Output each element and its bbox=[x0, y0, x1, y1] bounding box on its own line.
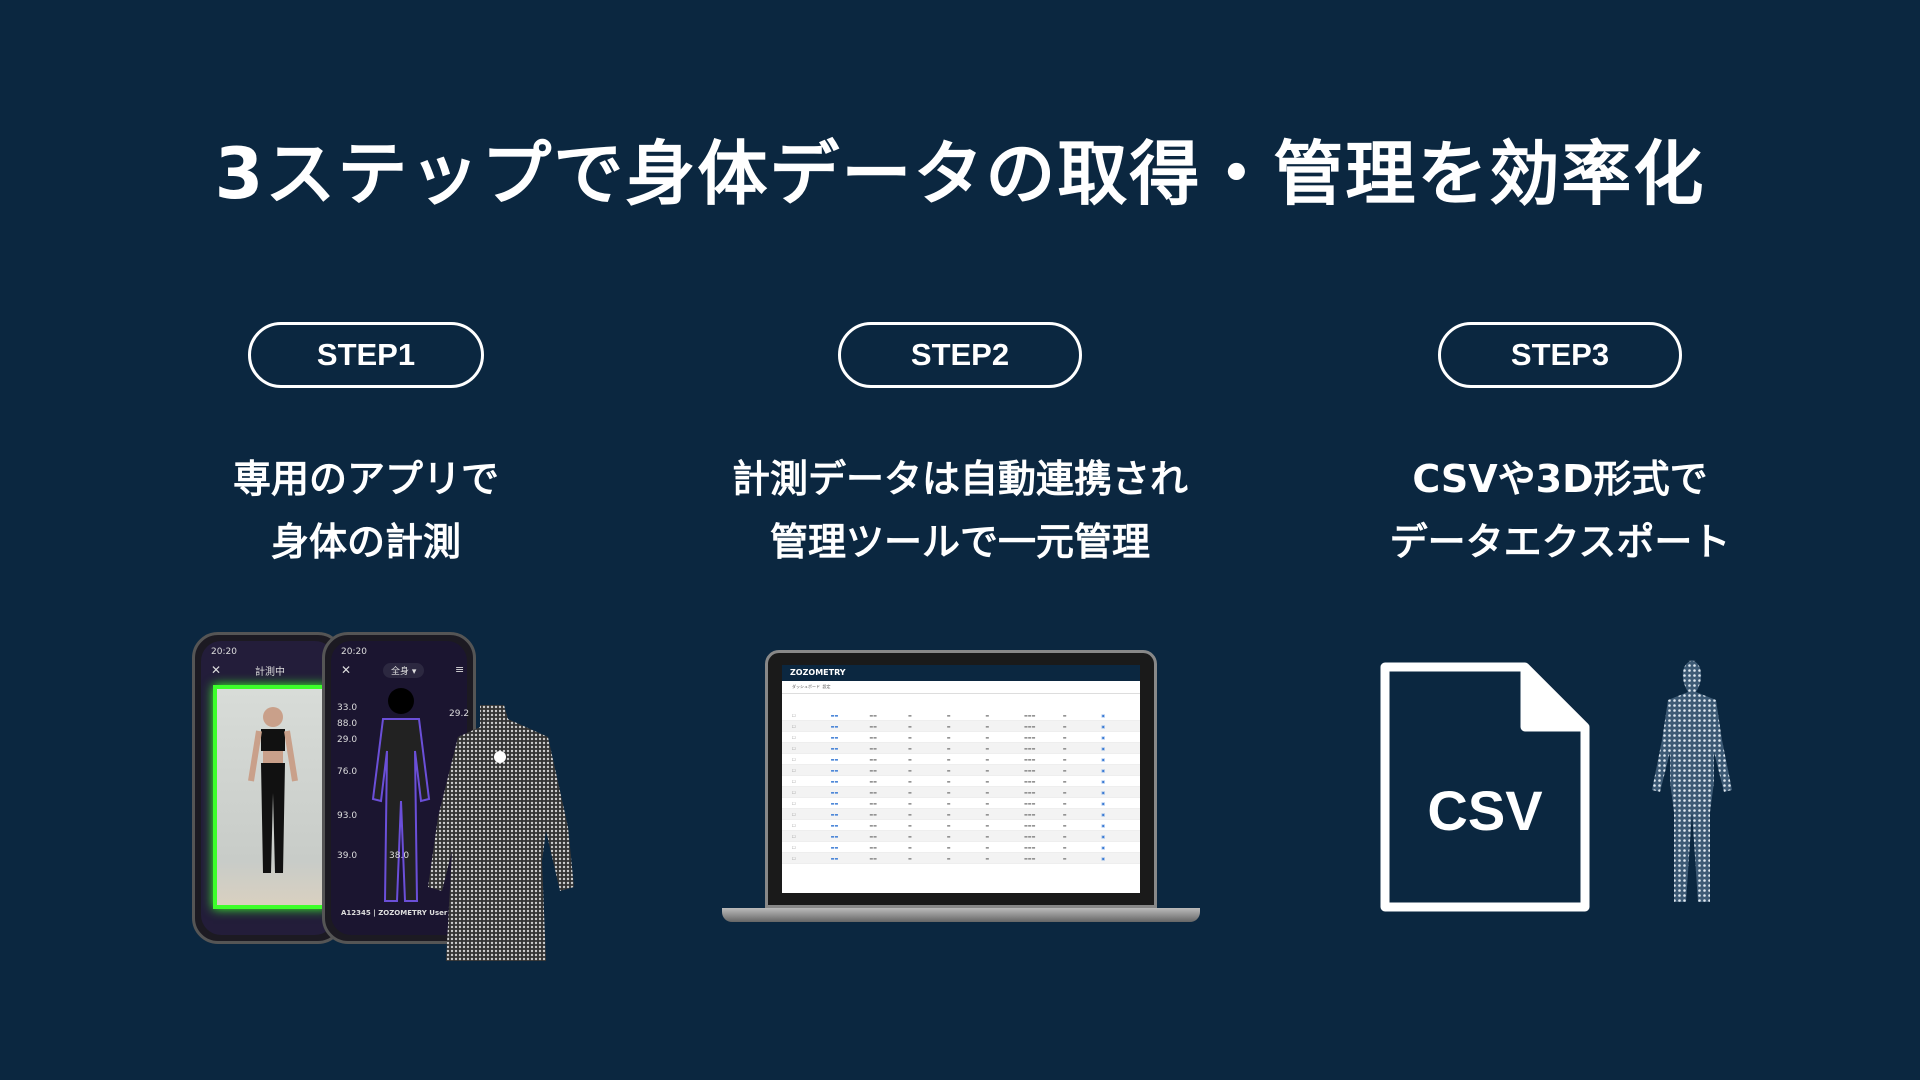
page-title: 3ステップで身体データの取得・管理を効率化 bbox=[214, 133, 1706, 215]
step2-description: 計測データは自動連携され 管理ツールで一元管理 bbox=[650, 448, 1270, 574]
table-row[interactable]: ☐▬▬▬▬▬▬▬▬▬▬▬▣ bbox=[782, 831, 1140, 842]
measurement-value: 33.0 bbox=[337, 703, 358, 713]
table-row[interactable]: ☐▬▬▬▬▬▬▬▬▬▬▬▣ bbox=[782, 809, 1140, 820]
table-row[interactable]: ☐▬▬▬▬▬▬▬▬▬▬▬▣ bbox=[782, 765, 1140, 776]
step2-badge: STEP2 bbox=[838, 322, 1082, 388]
step3-badge: STEP3 bbox=[1438, 322, 1682, 388]
measurement-value: 38.0 bbox=[389, 851, 410, 861]
management-tool-screen: ZOZOMETRY ダッシュボード 設定 ☐▬▬▬▬▬▬▬▬▬▬▬▣☐▬▬▬▬▬… bbox=[782, 665, 1140, 893]
csv-label: CSV bbox=[1427, 779, 1542, 842]
table-row[interactable]: ☐▬▬▬▬▬▬▬▬▬▬▬▣ bbox=[782, 721, 1140, 732]
measurement-value: 76.0 bbox=[337, 767, 358, 777]
table-row[interactable]: ☐▬▬▬▬▬▬▬▬▬▬▬▣ bbox=[782, 820, 1140, 831]
user-label: A12345 | ZOZOMETRY User bbox=[341, 909, 448, 917]
tab-dashboard[interactable]: ダッシュボード bbox=[792, 684, 820, 689]
status-time: 20:20 bbox=[211, 647, 237, 657]
measurement-value: 93.0 bbox=[337, 811, 358, 821]
tab-settings[interactable]: 設定 bbox=[822, 684, 831, 689]
step1-description: 専用のアプリで 身体の計測 bbox=[56, 448, 676, 574]
desc-line: CSVや3D形式で bbox=[1412, 457, 1708, 501]
person-figure-icon bbox=[248, 707, 298, 873]
measurement-value: 29.2 bbox=[449, 709, 470, 719]
table-row[interactable]: ☐▬▬▬▬▬▬▬▬▬▬▬▣ bbox=[782, 732, 1140, 743]
step3-description: CSVや3D形式で データエクスポート bbox=[1250, 448, 1870, 574]
desc-line: 計測データは自動連携され bbox=[731, 457, 1188, 501]
measurement-value: 88.0 bbox=[337, 719, 358, 729]
camera-preview bbox=[213, 685, 329, 909]
table-row[interactable]: ☐▬▬▬▬▬▬▬▬▬▬▬▣ bbox=[782, 743, 1140, 754]
table-row[interactable]: ☐▬▬▬▬▬▬▬▬▬▬▬▣ bbox=[782, 787, 1140, 798]
measurement-value: 29.0 bbox=[337, 735, 358, 745]
desc-line: データエクスポート bbox=[1389, 520, 1731, 564]
table-row[interactable]: ☐▬▬▬▬▬▬▬▬▬▬▬▣ bbox=[782, 776, 1140, 787]
desc-line: 身体の計測 bbox=[270, 520, 461, 564]
status-time: 20:20 bbox=[341, 647, 367, 657]
step1-badge: STEP1 bbox=[248, 322, 484, 388]
measurement-value: 39.0 bbox=[337, 851, 358, 861]
app-header: ZOZOMETRY bbox=[782, 665, 1140, 681]
brand-logo: ZOZOMETRY bbox=[790, 668, 846, 677]
table-row[interactable]: ☐▬▬▬▬▬▬▬▬▬▬▬▣ bbox=[782, 710, 1140, 721]
desc-line: 専用のアプリで bbox=[232, 457, 499, 501]
table-row[interactable]: ☐▬▬▬▬▬▬▬▬▬▬▬▣ bbox=[782, 853, 1140, 864]
body-silhouette-icon bbox=[371, 688, 431, 902]
body-part-dropdown[interactable]: 全身 ▾ bbox=[383, 663, 425, 678]
laptop: ZOZOMETRY ダッシュボード 設定 ☐▬▬▬▬▬▬▬▬▬▬▬▣☐▬▬▬▬▬… bbox=[765, 650, 1157, 908]
screen-header: 計測中 bbox=[255, 667, 285, 678]
table-row[interactable]: ☐▬▬▬▬▬▬▬▬▬▬▬▣ bbox=[782, 754, 1140, 765]
close-icon[interactable]: ✕ bbox=[341, 663, 352, 677]
body-scan-suit-icon bbox=[428, 705, 574, 961]
table-row[interactable]: ☐▬▬▬▬▬▬▬▬▬▬▬▣ bbox=[782, 798, 1140, 809]
dropdown-value: 全身 bbox=[391, 667, 410, 677]
table-row[interactable]: ☐▬▬▬▬▬▬▬▬▬▬▬▣ bbox=[782, 842, 1140, 853]
close-icon: ✕ bbox=[211, 663, 222, 677]
phone-scan-screen: 20:20 ✕ 計測中 bbox=[192, 632, 344, 944]
desc-line: 管理ツールで一元管理 bbox=[769, 520, 1150, 564]
csv-file-icon: CSV bbox=[1380, 662, 1590, 912]
laptop-base bbox=[722, 908, 1200, 922]
data-table: ☐▬▬▬▬▬▬▬▬▬▬▬▣☐▬▬▬▬▬▬▬▬▬▬▬▣☐▬▬▬▬▬▬▬▬▬▬▬▣☐… bbox=[782, 710, 1140, 864]
menu-icon[interactable]: ≡ bbox=[455, 663, 465, 676]
3d-body-mesh-icon bbox=[1652, 660, 1732, 902]
